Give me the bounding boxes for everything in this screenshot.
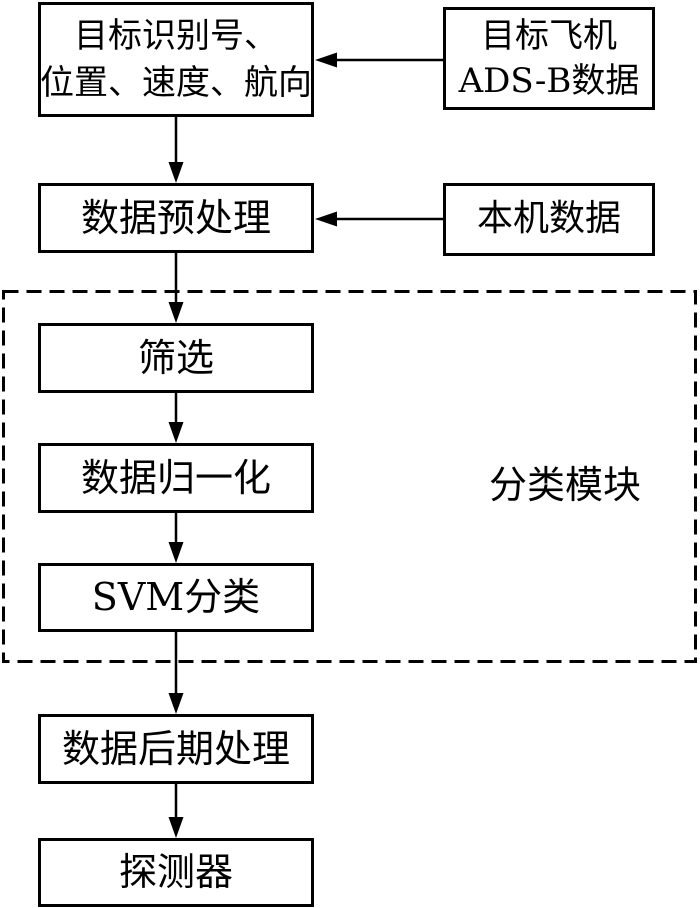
- arrow-filter-to-normalize: [168, 393, 184, 443]
- node-preprocess: 数据预处理: [38, 183, 314, 253]
- classification-module-label-text: 分类模块: [488, 462, 641, 507]
- classification-module-label: 分类模块: [470, 458, 660, 507]
- node-normalize-label: 数据归一化: [80, 455, 271, 500]
- arrow-own-data-to-preprocess: [315, 211, 443, 227]
- node-target-info-line1: 目标识别号、: [74, 15, 278, 56]
- arrow-preprocess-to-filter: [168, 253, 184, 323]
- classification-module-boundary: [2, 290, 697, 663]
- node-postprocess-label: 数据后期处理: [61, 726, 290, 771]
- arrow-postprocess-to-detector: [168, 784, 184, 838]
- node-target-info: 目标识别号、 位置、速度、航向: [38, 2, 314, 117]
- node-adsb-data: 目标飞机 ADS-B数据: [443, 7, 655, 110]
- arrow-target-info-to-preprocess: [168, 117, 184, 183]
- node-normalize: 数据归一化: [38, 443, 314, 513]
- node-own-data-label: 本机数据: [476, 198, 621, 240]
- node-detector-label: 探测器: [118, 850, 233, 895]
- node-filter-label: 筛选: [137, 335, 214, 380]
- node-own-data: 本机数据: [443, 183, 655, 256]
- arrow-svm-to-postprocess: [168, 632, 184, 714]
- node-filter: 筛选: [38, 323, 314, 393]
- node-preprocess-label: 数据预处理: [80, 195, 271, 240]
- node-adsb-data-line1: 目标飞机: [481, 15, 617, 56]
- arrow-adsb-to-target-info: [315, 52, 443, 68]
- node-postprocess: 数据后期处理: [38, 714, 314, 784]
- arrow-normalize-to-svm: [168, 513, 184, 563]
- node-svm-classify-label: SVM分类: [91, 575, 261, 620]
- node-target-info-line2: 位置、速度、航向: [40, 62, 312, 103]
- node-adsb-data-line2: ADS-B数据: [458, 60, 640, 101]
- node-detector: 探测器: [38, 838, 314, 907]
- node-svm-classify: SVM分类: [38, 563, 314, 632]
